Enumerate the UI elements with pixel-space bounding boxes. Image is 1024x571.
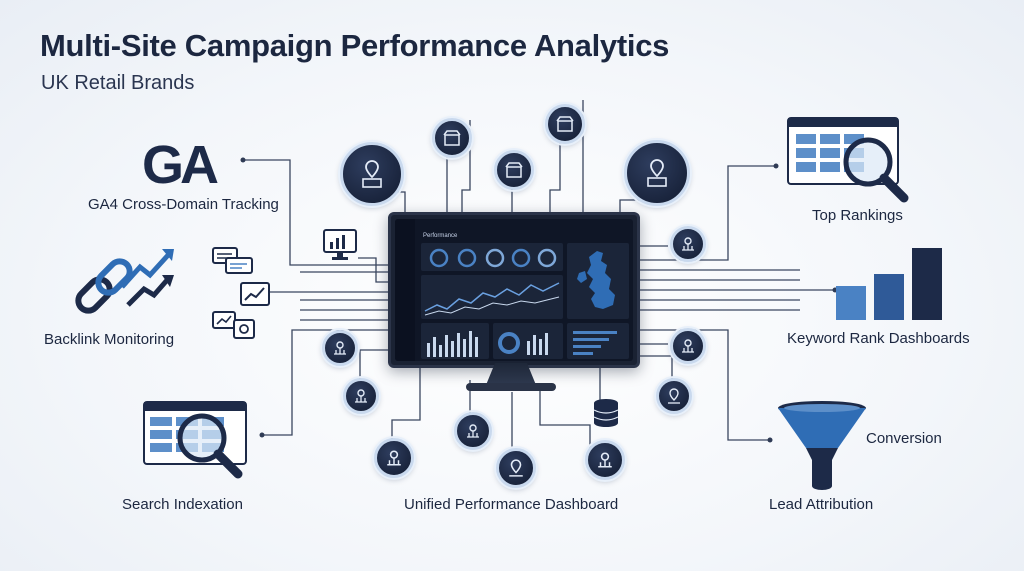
chat-icon bbox=[212, 247, 253, 274]
database-icon bbox=[593, 399, 619, 427]
horizontal-bars-graphic bbox=[573, 331, 617, 355]
uk-map-graphic bbox=[577, 251, 615, 309]
label-backlink-monitoring: Backlink Monitoring bbox=[44, 331, 175, 348]
storefront-node-3 bbox=[494, 150, 534, 190]
dashboard-map-panel bbox=[567, 243, 629, 319]
monitor-stand-base bbox=[466, 383, 556, 391]
dashboard-bar-panel bbox=[421, 323, 489, 359]
storefront-node-5 bbox=[624, 140, 690, 206]
wire-top-5 bbox=[549, 135, 561, 215]
network-node-right-3 bbox=[656, 378, 692, 414]
network-icon bbox=[682, 339, 694, 353]
page-title: Multi-Site Campaign Performance Analytic… bbox=[40, 28, 670, 63]
location-pin-icon bbox=[509, 459, 523, 477]
network-node-right-1 bbox=[670, 226, 706, 262]
wire-bot-2 bbox=[391, 362, 421, 440]
network-node-bottom-1 bbox=[374, 438, 414, 478]
dashboard-sidebar bbox=[395, 219, 415, 361]
central-dashboard-monitor: Performance bbox=[388, 212, 640, 368]
network-icon bbox=[355, 389, 367, 403]
page-subtitle: UK Retail Brands bbox=[41, 72, 195, 94]
magnifier-icon bbox=[143, 401, 247, 479]
network-node-left-2 bbox=[343, 378, 379, 414]
network-icon bbox=[387, 450, 401, 466]
storefront-icon bbox=[443, 130, 461, 146]
wire-node-left1 bbox=[358, 257, 392, 283]
ga-logo-icon: GA bbox=[142, 135, 219, 195]
label-search-indexation: Search Indexation bbox=[122, 496, 243, 513]
dashboard-line-chart-panel bbox=[421, 275, 563, 319]
label-unified-dashboard: Unified Performance Dashboard bbox=[404, 496, 619, 513]
wire-bot-7 bbox=[630, 355, 673, 380]
storefront-pin-icon bbox=[647, 159, 667, 187]
network-icon bbox=[598, 452, 612, 468]
wire-bot-5 bbox=[539, 390, 591, 450]
dashboard-hbar-panel bbox=[567, 323, 629, 359]
storefront-node-4 bbox=[545, 104, 585, 144]
chain-link-icon bbox=[75, 249, 174, 314]
dashboard-screen-title: Performance bbox=[423, 233, 458, 239]
network-node-left-1 bbox=[322, 330, 358, 366]
monitor-stand-neck bbox=[486, 363, 536, 385]
line-chart-graphic bbox=[424, 282, 560, 316]
location-pin-icon bbox=[668, 388, 680, 404]
label-lead-attribution: Lead Attribution bbox=[769, 496, 874, 513]
rankings-magnifier-icon bbox=[787, 117, 909, 203]
network-icon bbox=[334, 341, 346, 355]
storefront-icon bbox=[505, 162, 523, 178]
storefront-icon bbox=[556, 116, 574, 132]
network-icon bbox=[682, 237, 694, 251]
gauges-graphic bbox=[429, 248, 557, 268]
wire-top-3 bbox=[461, 120, 471, 215]
dashboard-donut-panel bbox=[493, 323, 563, 359]
network-node-bottom-3 bbox=[496, 448, 536, 488]
funnel-icon bbox=[778, 401, 866, 490]
label-conversion: Conversion bbox=[866, 430, 942, 447]
label-top-rankings: Top Rankings bbox=[812, 207, 903, 224]
dashboard-gauges-panel bbox=[421, 243, 563, 271]
network-node-bottom-2 bbox=[454, 412, 492, 450]
network-node-right-2 bbox=[670, 328, 706, 364]
label-ga4-tracking: GA4 Cross-Domain Tracking bbox=[88, 196, 279, 213]
dashboard-screen: Performance bbox=[395, 219, 633, 361]
storefront-pin-icon bbox=[362, 160, 382, 188]
link-chat-icon bbox=[212, 311, 255, 339]
network-icon bbox=[467, 424, 479, 438]
wire-ga4 bbox=[243, 159, 392, 266]
line-chart-icon bbox=[240, 282, 270, 306]
storefront-node-1 bbox=[340, 142, 404, 206]
bar-chart-graphic bbox=[427, 331, 478, 357]
monitor-icon bbox=[323, 229, 357, 260]
donut-graphic bbox=[498, 332, 548, 355]
storefront-node-2 bbox=[432, 118, 472, 158]
wire-bot-1 bbox=[359, 349, 392, 388]
network-node-bottom-4 bbox=[585, 440, 625, 480]
bar-chart-icon bbox=[836, 248, 942, 320]
label-keyword-rank: Keyword Rank Dashboards bbox=[787, 330, 970, 347]
